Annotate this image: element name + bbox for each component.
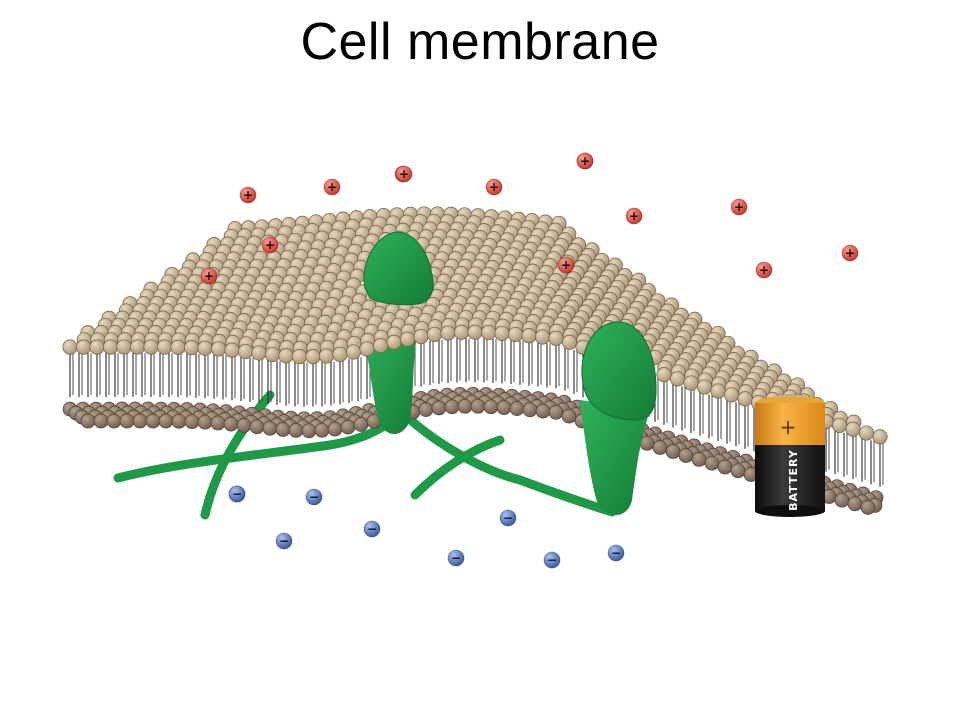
svg-text:−: −: [367, 522, 377, 536]
battery-top: [755, 403, 825, 445]
svg-text:−: −: [309, 490, 319, 504]
filament-4: [395, 405, 617, 517]
negative-ion: −: [543, 551, 561, 569]
positive-ion: +: [730, 198, 748, 216]
negative-ion: −: [275, 532, 293, 550]
slide-title: Cell membrane: [300, 13, 660, 71]
svg-text:−: −: [232, 487, 242, 501]
negative-ions: −−−−−−−−−: [228, 485, 625, 569]
protein-stems: [362, 330, 650, 516]
battery-label: BATTERY: [787, 449, 800, 511]
svg-text:+: +: [629, 209, 639, 223]
negative-ion: −: [363, 520, 381, 538]
positive-ion: +: [200, 267, 218, 285]
svg-text:−: −: [611, 546, 621, 560]
svg-text:+: +: [327, 180, 337, 194]
positive-ion: +: [239, 186, 257, 204]
positive-ion: +: [323, 178, 341, 196]
svg-text:+: +: [561, 258, 571, 272]
svg-text:+: +: [734, 200, 744, 214]
protein-1-stem: [362, 330, 418, 435]
filament-2: [200, 390, 275, 520]
svg-text:+: +: [204, 269, 214, 283]
negative-ion: −: [228, 485, 246, 503]
svg-text:+: +: [265, 238, 275, 252]
positive-ions: ++++++++++++++: [200, 152, 859, 285]
protein-2-stem: [580, 400, 650, 516]
svg-text:−: −: [279, 534, 289, 548]
svg-text:−: −: [451, 551, 461, 565]
positive-ion: +: [755, 261, 773, 279]
svg-text:+: +: [489, 180, 499, 194]
positive-ion: +: [841, 244, 859, 262]
svg-text:+: +: [399, 167, 409, 181]
positive-ion: +: [557, 256, 575, 274]
channel-protein-1: [363, 231, 434, 306]
positive-ion: +: [485, 178, 503, 196]
svg-text:+: +: [580, 154, 590, 168]
svg-text:+: +: [243, 188, 253, 202]
battery: + BATTERY: [755, 394, 825, 517]
svg-text:+: +: [845, 246, 855, 260]
filament-1: [113, 415, 397, 483]
proteins: [363, 231, 657, 421]
positive-ion: +: [395, 165, 413, 183]
svg-text:−: −: [547, 553, 557, 567]
negative-ion: −: [447, 549, 465, 567]
battery-plus-sign: +: [780, 415, 797, 439]
svg-text:−: −: [503, 511, 513, 525]
cytoskeleton-filaments: [113, 390, 617, 520]
negative-ion: −: [305, 488, 323, 506]
svg-text:+: +: [759, 263, 769, 277]
positive-ion: +: [261, 236, 279, 254]
positive-ion: +: [625, 207, 643, 225]
negative-ion: −: [607, 544, 625, 562]
negative-ion: −: [499, 509, 517, 527]
channel-protein-2: [581, 321, 657, 421]
positive-ion: +: [576, 152, 594, 170]
battery-body: [755, 445, 825, 511]
filament-3: [410, 435, 505, 500]
